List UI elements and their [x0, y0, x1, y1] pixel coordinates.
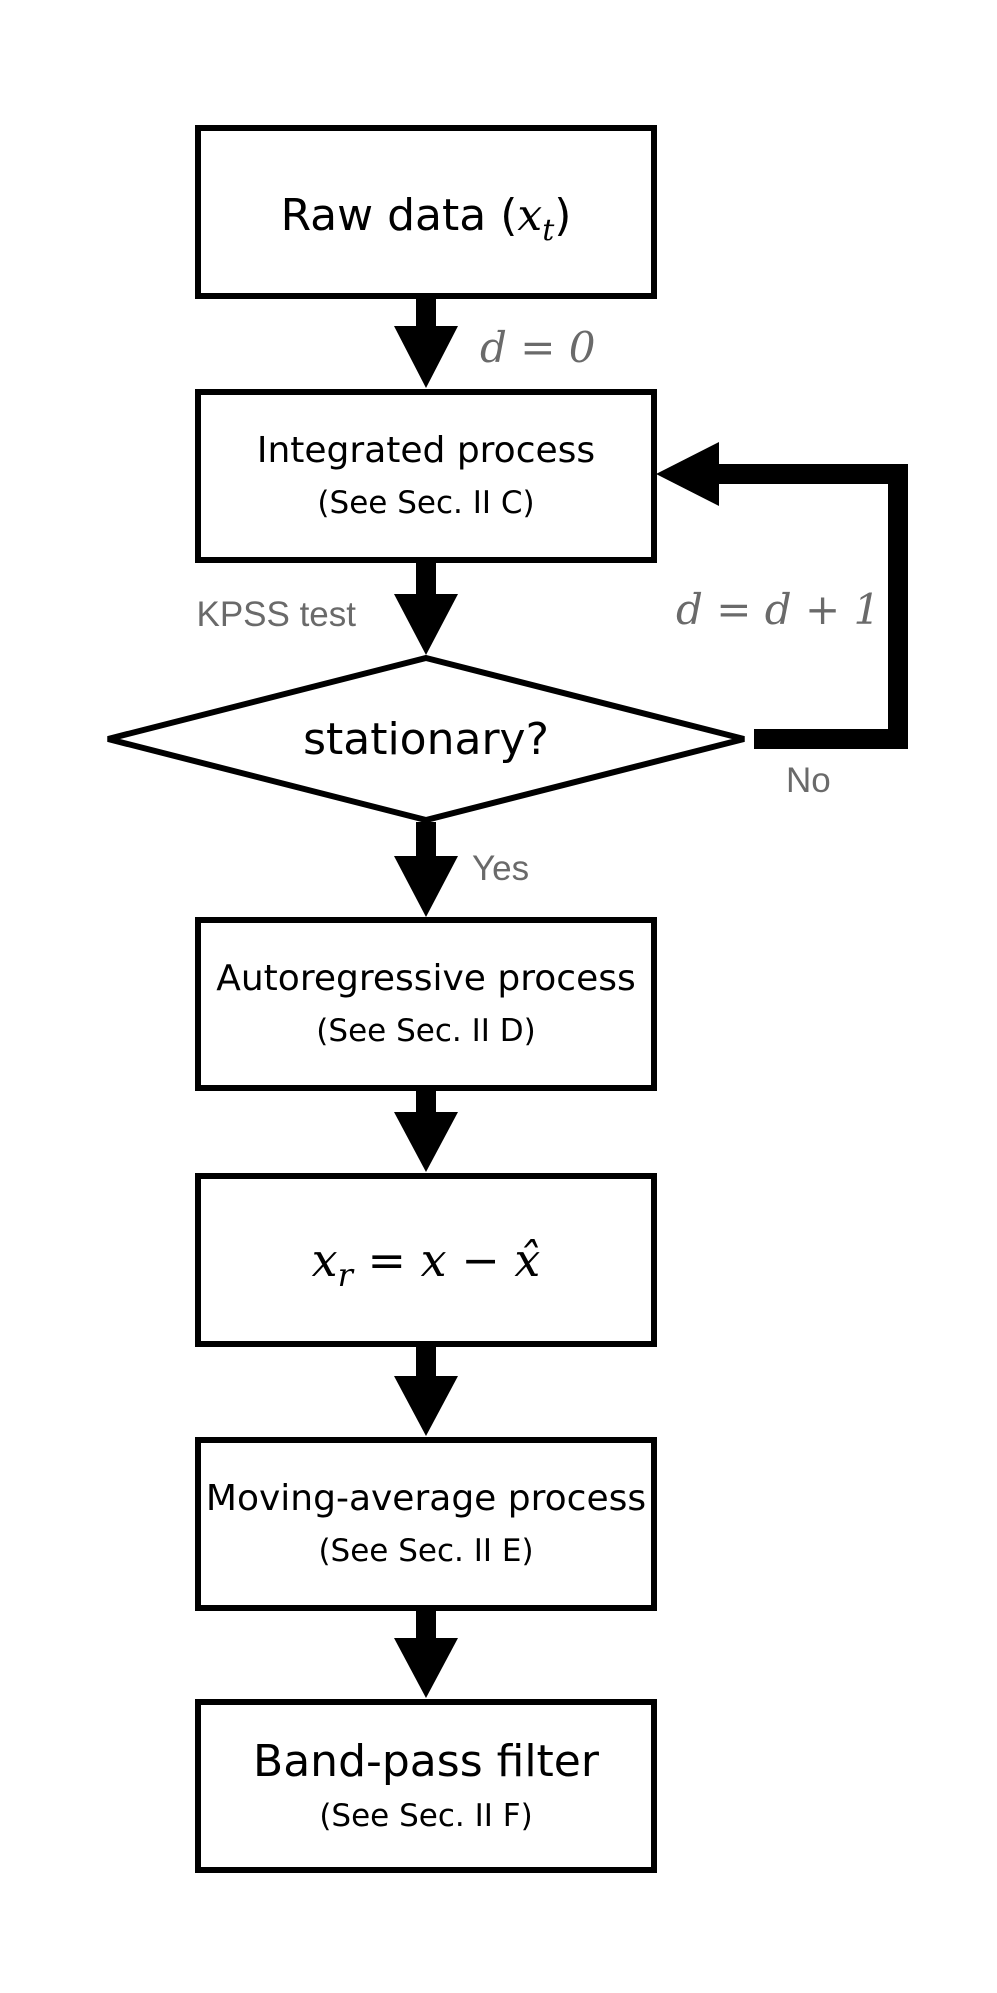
band-pass-filter-ref: (See Sec. II F)	[319, 1798, 532, 1834]
stationary-decision-diamond	[107, 654, 745, 824]
integrated-process-ref: (See Sec. II C)	[317, 485, 534, 521]
autoregressive-process-title: Autoregressive process	[216, 958, 636, 999]
arrow-head-decision-to-autoregressive	[394, 856, 458, 917]
loop-increment-label: d = d + 1	[676, 585, 880, 634]
integrated-process-box	[195, 389, 657, 563]
moving-average-process-title: Moving-average process	[206, 1478, 646, 1519]
loop-back-arrow-head	[656, 442, 719, 506]
arrow-head-raw-to-integrated	[394, 326, 458, 388]
raw-data-box	[195, 125, 657, 299]
no-label: No	[786, 761, 831, 800]
integrated-process-title: Integrated process	[257, 430, 595, 471]
arrow-head-autoregressive-to-residual	[394, 1112, 458, 1172]
kpss-test-label: KPSS test	[196, 595, 356, 634]
arrow-head-integrated-to-decision	[394, 594, 458, 655]
init-label: d = 0	[480, 323, 596, 372]
arrow-head-residual-to-moving-average	[394, 1376, 458, 1436]
band-pass-filter-box	[195, 1699, 657, 1873]
arrow-head-moving-average-to-band-pass	[394, 1638, 458, 1698]
yes-label: Yes	[472, 849, 529, 888]
stationary-decision-label: stationary?	[303, 714, 549, 765]
moving-average-process-ref: (See Sec. II E)	[318, 1533, 533, 1569]
moving-average-process-box	[195, 1437, 657, 1611]
autoregressive-process-box	[195, 917, 657, 1091]
autoregressive-process-ref: (See Sec. II D)	[316, 1013, 535, 1049]
residual-equation: xr = x − x̂	[312, 1233, 541, 1294]
residual-box	[195, 1173, 657, 1347]
band-pass-filter-title: Band-pass filter	[253, 1736, 600, 1787]
loop-back-arrow	[715, 464, 908, 749]
raw-data-label: Raw data (xt)	[281, 190, 572, 248]
